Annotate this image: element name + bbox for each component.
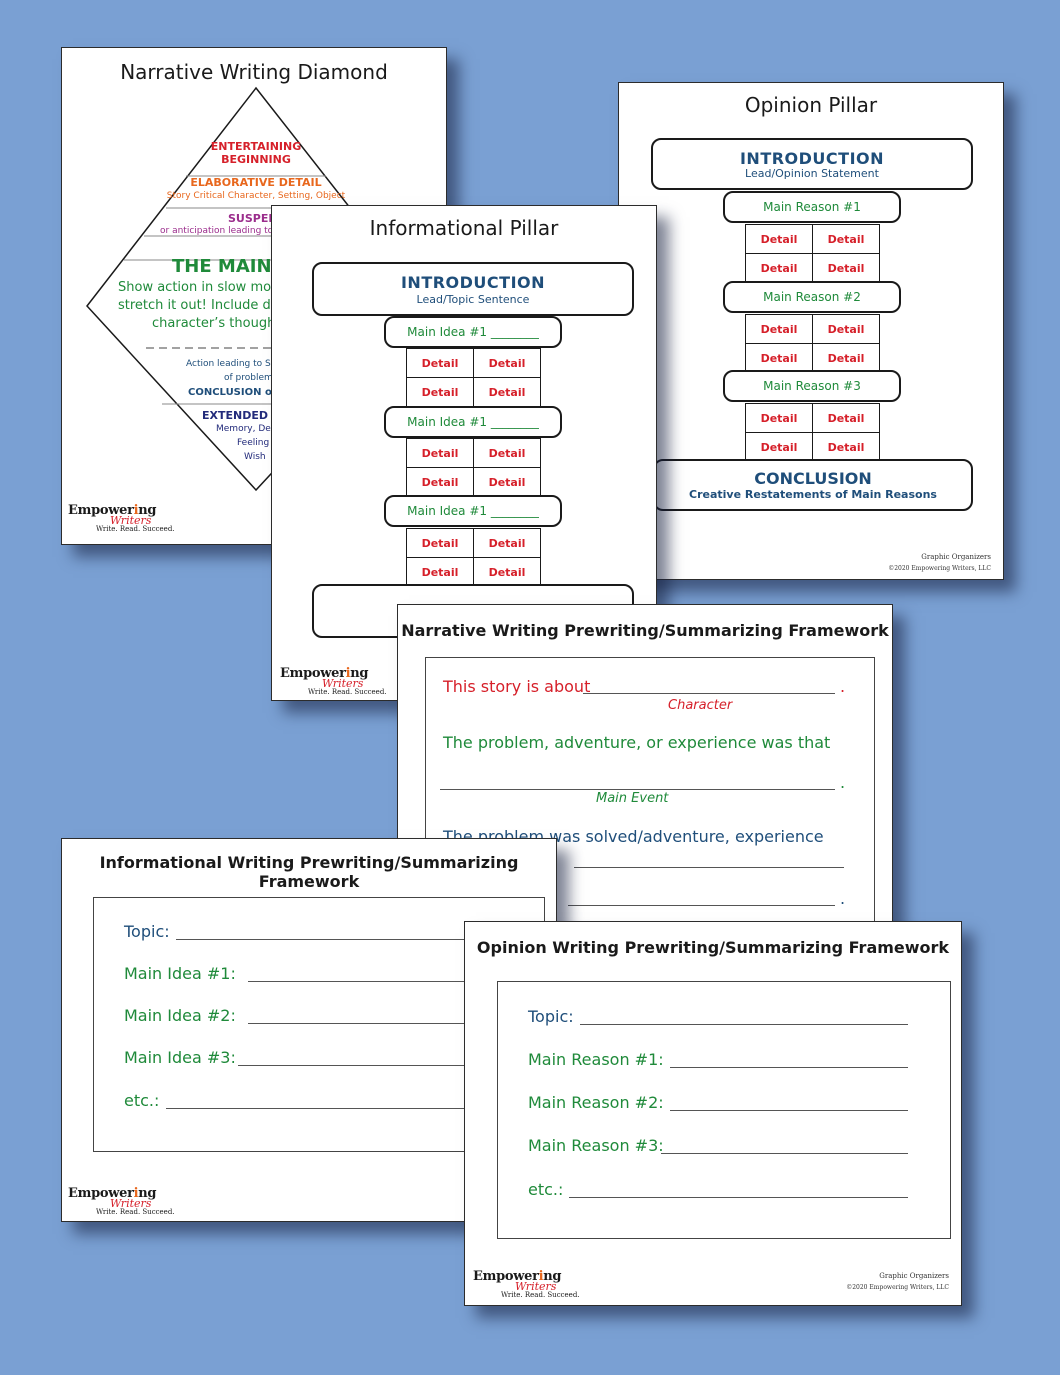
info-topic-label: Topic: <box>124 922 170 941</box>
info-etc-label: etc.: <box>124 1091 160 1110</box>
opinion-reason-3: Main Reason #3 <box>723 370 901 402</box>
diamond-main-desc-3: character’s though <box>152 316 276 331</box>
diamond-elaborative-detail: ELABORATIVE DETAIL <box>190 176 322 189</box>
opinion-framework-title: Opinion Writing Prewriting/Summarizing F… <box>476 938 950 957</box>
solved-line <box>574 867 844 868</box>
problem-label: The problem, adventure, or experience wa… <box>443 733 831 752</box>
opinion-reason-2-label: Main Reason #2: <box>528 1093 664 1112</box>
opinion-reason-1-line <box>670 1067 908 1068</box>
info-main-idea-2: Main Idea #1 ________ <box>384 406 562 438</box>
brand-logo: Empowering Writers Write. Read. Succeed. <box>68 503 175 533</box>
info-idea-1-label: Main Idea #1: <box>124 964 236 983</box>
diamond-conclusion: CONCLUSION o <box>188 387 272 398</box>
diamond-main-desc-1: Show action in slow motion <box>118 280 296 295</box>
info-etc-line <box>166 1108 506 1109</box>
opinion-reason-2: Main Reason #2 <box>723 281 901 313</box>
opinion-pillar-title: Opinion Pillar <box>744 93 878 117</box>
diamond-ext-2: Feeling <box>237 438 270 448</box>
info-main-idea-3: Main Idea #1 ________ <box>384 495 562 527</box>
diamond-of-problem: of problem <box>224 373 273 383</box>
narrative-diamond-title: Narrative Writing Diamond <box>120 60 388 84</box>
info-intro-box: INTRODUCTION Lead/Topic Sentence <box>312 262 634 316</box>
story-about-label: This story is about <box>443 677 591 696</box>
opinion-pillar-sheet: Opinion Pillar INTRODUCTION Lead/Opinion… <box>618 82 1004 580</box>
story-about-period: . <box>840 677 846 696</box>
diamond-ext-3: Wish <box>244 452 266 462</box>
diamond-main-event: THE MAIN <box>172 256 272 277</box>
opinion-etc-label: etc.: <box>528 1180 564 1199</box>
diamond-ext-1: Memory, De <box>216 424 271 434</box>
brand-logo: Empowering Writers Write. Read. Succeed. <box>473 1269 580 1299</box>
opinion-conclusion-box: CONCLUSION Creative Restatements of Main… <box>653 459 973 511</box>
diamond-entertaining-beginning: ENTERTAINING BEGINNING <box>210 140 302 166</box>
narrative-framework-title: Narrative Writing Prewriting/Summarizing… <box>401 621 889 640</box>
brand-logo: Empowering Writers Write. Read. Succeed. <box>68 1186 175 1216</box>
info-idea-3-label: Main Idea #3: <box>124 1048 236 1067</box>
diamond-elaborative-sub: Story Critical Character, Setting, Objec… <box>166 191 346 201</box>
opinion-pillar-footer: Graphic Organizers ©2020 Empowering Writ… <box>888 553 991 572</box>
opinion-reason-2-line <box>670 1110 908 1111</box>
opinion-reason-3-label: Main Reason #3: <box>528 1136 664 1155</box>
info-idea-2-line <box>248 1023 506 1024</box>
main-event-caption: Main Event <box>596 791 669 806</box>
diamond-suspense-sub: or anticipation leading to <box>160 226 274 236</box>
problem-period: . <box>840 773 846 792</box>
info-idea-2-label: Main Idea #2: <box>124 1006 236 1025</box>
opinion-etc-line <box>569 1197 908 1198</box>
informational-framework-title: Informational Writing Prewriting/Summari… <box>99 853 519 891</box>
problem-line <box>440 789 835 790</box>
informational-pillar-title: Informational Pillar <box>369 216 559 240</box>
info-topic-line <box>176 939 506 940</box>
story-about-line <box>583 693 835 694</box>
solved-line-2 <box>568 905 835 906</box>
opinion-topic-label: Topic: <box>528 1007 574 1026</box>
brand-logo: Empowering Writers Write. Read. Succeed. <box>280 666 387 696</box>
opinion-framework-footer: Graphic Organizers ©2020 Empowering Writ… <box>846 1272 949 1291</box>
opinion-reason-1-label: Main Reason #1: <box>528 1050 664 1069</box>
opinion-intro-box: INTRODUCTION Lead/Opinion Statement <box>651 138 973 190</box>
opinion-topic-line <box>580 1024 908 1025</box>
info-idea-3-line <box>238 1065 506 1066</box>
opinion-reason-3-line <box>661 1153 908 1154</box>
diamond-action: Action leading to S <box>186 359 271 369</box>
diamond-main-desc-2: stretch it out! Include d <box>118 298 271 313</box>
opinion-framework-frame <box>497 981 951 1239</box>
character-caption: Character <box>668 698 733 713</box>
opinion-reason-1: Main Reason #1 <box>723 191 901 223</box>
solved-period: . <box>840 889 846 908</box>
info-main-idea-1: Main Idea #1 ________ <box>384 316 562 348</box>
opinion-framework-sheet: Opinion Writing Prewriting/Summarizing F… <box>464 921 962 1306</box>
diamond-extended: EXTENDED E <box>202 409 280 422</box>
info-idea-1-line <box>248 981 506 982</box>
